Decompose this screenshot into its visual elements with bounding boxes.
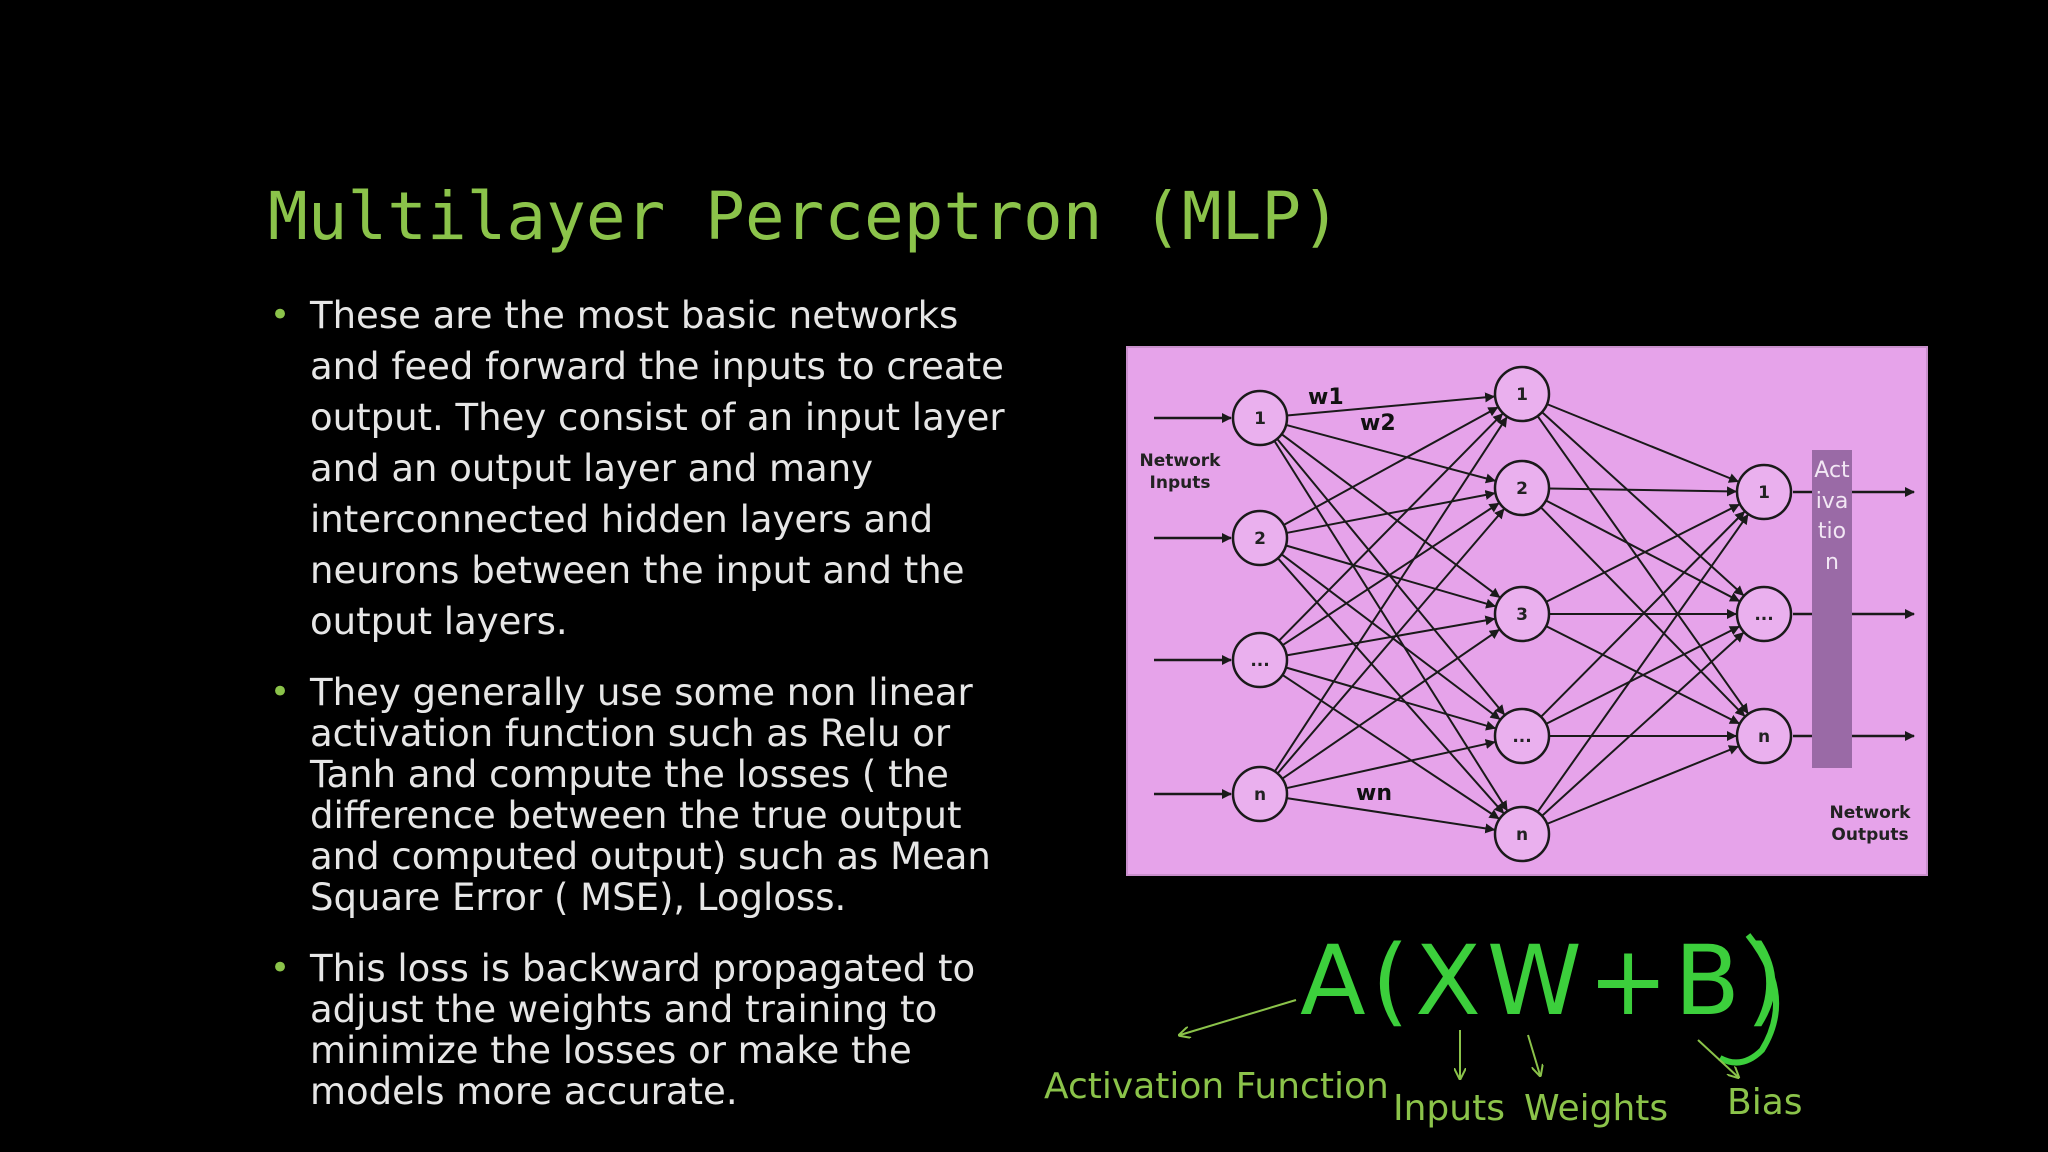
hidden-output-edge bbox=[1541, 632, 1745, 817]
input-hidden-edge bbox=[1273, 416, 1508, 772]
input-node: 2 bbox=[1231, 509, 1289, 567]
input-node: 1 bbox=[1231, 389, 1289, 447]
output-node-circle bbox=[1735, 463, 1793, 521]
inputs-label: Inputs bbox=[1393, 1088, 1505, 1129]
hidden-output-edge bbox=[1545, 503, 1740, 603]
hidden-output-edge bbox=[1546, 745, 1739, 825]
bullet-item: • They generally use some non linear act… bbox=[270, 672, 1030, 918]
output-node-label: n bbox=[1758, 727, 1770, 747]
input-hidden-edge bbox=[1281, 629, 1500, 780]
bullet-list: • These are the most basic networks and … bbox=[270, 290, 1030, 1112]
hidden-node-circle bbox=[1493, 585, 1551, 643]
bullet-text: This loss is backward propagated to adju… bbox=[310, 947, 976, 1113]
hidden-node-circle bbox=[1493, 459, 1551, 517]
weight-label-w1: w1 bbox=[1308, 385, 1344, 410]
input-node-circle bbox=[1231, 389, 1289, 447]
hidden-output-edge bbox=[1540, 506, 1746, 717]
bullet-icon: • bbox=[270, 672, 291, 712]
input-hidden-edge bbox=[1281, 433, 1501, 599]
hidden-output-edge bbox=[1541, 411, 1745, 596]
input-hidden-edge bbox=[1286, 490, 1496, 534]
hidden-output-edge bbox=[1546, 403, 1739, 483]
input-hidden-edge bbox=[1277, 557, 1505, 814]
bullet-text: These are the most basic networks and fe… bbox=[310, 294, 1005, 643]
hidden-node: 1 bbox=[1493, 365, 1551, 423]
input-hidden-edge bbox=[1276, 508, 1505, 775]
hidden-node-label: 2 bbox=[1516, 479, 1528, 499]
hidden-node-circle bbox=[1493, 805, 1551, 863]
activation-function-label: Activation Function bbox=[1044, 1066, 1389, 1107]
input-hidden-edge bbox=[1286, 739, 1496, 790]
input-node-circle bbox=[1231, 765, 1289, 823]
input-hidden-edge bbox=[1282, 502, 1500, 647]
input-hidden-edge bbox=[1285, 424, 1496, 484]
input-hidden-edge bbox=[1286, 615, 1496, 657]
input-node-label: ... bbox=[1250, 651, 1269, 671]
weights-arrow bbox=[1527, 1034, 1540, 1075]
bias-arrow bbox=[1697, 1039, 1738, 1077]
input-node-label: n bbox=[1254, 785, 1266, 805]
hidden-node: ... bbox=[1493, 707, 1551, 765]
activation-bar-label: Activation bbox=[1814, 458, 1850, 575]
output-node: n bbox=[1735, 707, 1793, 765]
hidden-output-edge bbox=[1540, 511, 1745, 718]
output-node: 1 bbox=[1735, 463, 1793, 521]
input-node-circle bbox=[1231, 631, 1289, 689]
output-node-label: 1 bbox=[1758, 483, 1770, 503]
bullet-icon: • bbox=[270, 295, 291, 335]
bullet-text: They generally use some non linear activ… bbox=[310, 671, 991, 919]
hidden-node: 2 bbox=[1493, 459, 1551, 517]
output-node: ... bbox=[1735, 585, 1793, 643]
input-node-label: 1 bbox=[1254, 409, 1266, 429]
formula-text: A(XW+B) bbox=[1300, 925, 1790, 1037]
hidden-output-edge bbox=[1536, 415, 1749, 714]
slide-title: Multilayer Perceptron (MLP) bbox=[268, 178, 1341, 255]
input-hidden-edge bbox=[1286, 797, 1496, 834]
input-node: n bbox=[1231, 765, 1289, 823]
hidden-node-label: n bbox=[1516, 825, 1528, 845]
bullet-item: • This loss is backward propagated to ad… bbox=[270, 948, 1030, 1112]
input-hidden-edge bbox=[1281, 674, 1500, 820]
hidden-output-edge bbox=[1545, 625, 1740, 725]
input-hidden-edge bbox=[1278, 413, 1504, 642]
input-hidden-edge bbox=[1286, 392, 1496, 417]
weight-label-wn: wn bbox=[1356, 781, 1392, 806]
hidden-node-label: ... bbox=[1512, 727, 1531, 747]
output-node-circle bbox=[1735, 585, 1793, 643]
weight-label-w2: w2 bbox=[1360, 411, 1396, 436]
input-hidden-edge bbox=[1273, 440, 1508, 812]
hidden-node-label: 3 bbox=[1516, 605, 1528, 625]
input-hidden-edge bbox=[1283, 406, 1499, 526]
hidden-output-edge bbox=[1545, 499, 1741, 602]
hidden-output-edge bbox=[1548, 486, 1738, 497]
bullet-item: • These are the most basic networks and … bbox=[270, 290, 1030, 647]
bias-label: Bias bbox=[1727, 1082, 1803, 1123]
hidden-node-circle bbox=[1493, 365, 1551, 423]
weights-label: Weights bbox=[1524, 1088, 1669, 1129]
input-node: ... bbox=[1231, 631, 1289, 689]
hidden-output-edge bbox=[1536, 514, 1749, 813]
output-node-label: ... bbox=[1754, 605, 1773, 625]
input-node-circle bbox=[1231, 509, 1289, 567]
bullet-icon: • bbox=[270, 948, 291, 988]
hidden-node: n bbox=[1493, 805, 1551, 863]
input-hidden-edge bbox=[1285, 666, 1497, 731]
input-node-label: 2 bbox=[1254, 529, 1266, 549]
hidden-node-circle bbox=[1493, 707, 1551, 765]
input-hidden-edge bbox=[1285, 544, 1497, 609]
hidden-node-label: 1 bbox=[1516, 385, 1528, 405]
hidden-node: 3 bbox=[1493, 585, 1551, 643]
activation-arrow bbox=[1180, 999, 1297, 1035]
activation-bar: Activation bbox=[1812, 450, 1852, 768]
output-node-circle bbox=[1735, 707, 1793, 765]
